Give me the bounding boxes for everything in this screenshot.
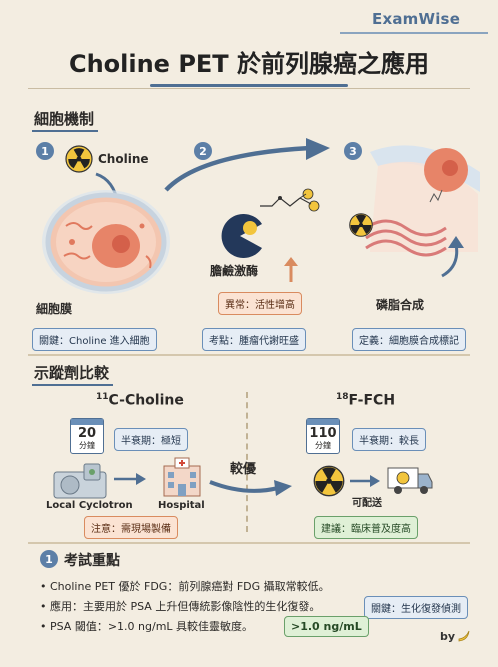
tag-key-choline-entry: 關鍵：Choline 進入細胞: [32, 328, 157, 351]
section-heading-mechanism: 細胞機制: [32, 108, 99, 132]
membrane-label: 細胞膜: [36, 302, 73, 316]
compare-arrow: [209, 480, 292, 496]
brand-name: ExamWise: [372, 10, 461, 28]
tracer-name-f18: 18F-FCH: [336, 392, 395, 409]
section-divider-2: [28, 542, 470, 544]
half-life-minutes-right: 110: [309, 426, 337, 441]
choline-molecule-icon: [260, 188, 320, 212]
exam-bullet-2: • 應用：主要用於 PSA 上升但傳統影像陰性的生化復發。: [40, 600, 321, 613]
kinase-enzyme-icon: [221, 214, 262, 258]
compare-label: 較優: [230, 462, 257, 477]
tracer-name-f18-text: F-FCH: [348, 392, 396, 409]
exam-number: 1: [40, 550, 58, 568]
half-life-minutes-left: 20: [77, 426, 97, 441]
calendar-icon-right: 110 分鐘: [306, 418, 340, 454]
brand-underline: [340, 32, 488, 34]
hospital-icon: [163, 457, 201, 497]
byline: by: [440, 630, 456, 643]
isotope-mass-f18: 18: [336, 392, 349, 402]
comparison-divider: [246, 392, 248, 532]
tag-onsite-preparation: 注意：需現場製備: [84, 516, 178, 539]
tag-abnormal-activity: 異常：活性增高: [218, 292, 302, 315]
delivery-arrow: [350, 475, 380, 487]
label-hospital: Hospital: [158, 500, 205, 511]
step-number-3: 3: [344, 142, 362, 160]
increase-arrow-icon: [284, 257, 298, 282]
exam-heading: 考試重點: [64, 553, 120, 569]
section-heading-tracers: 示蹤劑比較: [32, 362, 114, 386]
title-rule: [28, 88, 470, 89]
tag-half-life-long: 半衰期：較長: [352, 428, 426, 451]
tag-half-life-short: 半衰期：極短: [114, 428, 188, 451]
cyclotron-icon: [53, 463, 107, 499]
flow-arrow-1-3: [164, 138, 330, 192]
synthesis-arrow-icon: [441, 236, 464, 278]
membrane-synthesis-illustration: [365, 145, 480, 257]
isotope-mass-c11: 11: [96, 392, 109, 402]
enzyme-label: 膽鹼激酶: [210, 264, 259, 278]
label-deliverable: 可配送: [352, 498, 382, 509]
synthesis-label: 磷脂合成: [376, 298, 425, 312]
step-number-2: 2: [194, 142, 212, 160]
exam-bullet-1: • Choline PET 優於 FDG：前列腺癌對 FDG 攝取常較低。: [40, 580, 330, 593]
minutes-unit-right: 分鐘: [315, 441, 331, 450]
tag-psa-threshold: >1.0 ng/mL: [284, 616, 369, 637]
calendar-icon-left: 20 分鐘: [70, 418, 104, 454]
transfer-arrow-left: [114, 473, 146, 485]
minutes-unit-left: 分鐘: [79, 441, 95, 450]
exam-bullet-3: • PSA 閾值：>1.0 ng/mL 具較佳靈敏度。: [40, 620, 254, 633]
label-local-cyclotron: Local Cyclotron: [46, 500, 133, 511]
tracer-name-c11: 11C-Choline: [96, 392, 184, 409]
title-underline: [150, 84, 348, 87]
tag-clinical-adoption: 建議：臨床普及度高: [314, 516, 418, 539]
cell-illustration: [42, 190, 170, 294]
section-divider: [28, 354, 470, 356]
delivery-truck-icon: [387, 467, 433, 494]
radiation-icon-tracer: [313, 465, 345, 497]
banana-icon: [458, 630, 470, 642]
page-title: Choline PET 於前列腺癌之應用: [68, 50, 430, 78]
tag-exam-metabolism: 考點：腫瘤代謝旺盛: [202, 328, 306, 351]
choline-label: Choline: [98, 152, 149, 166]
tag-key-recurrence: 關鍵：生化復發偵測: [364, 596, 468, 619]
step-number-1: 1: [36, 142, 54, 160]
tag-definition-membrane: 定義：細胞膜合成標記: [352, 328, 466, 351]
tracer-name-c11-text: C-Choline: [108, 392, 184, 409]
radiation-icon-small: [349, 213, 373, 237]
radiation-icon: [65, 145, 93, 173]
